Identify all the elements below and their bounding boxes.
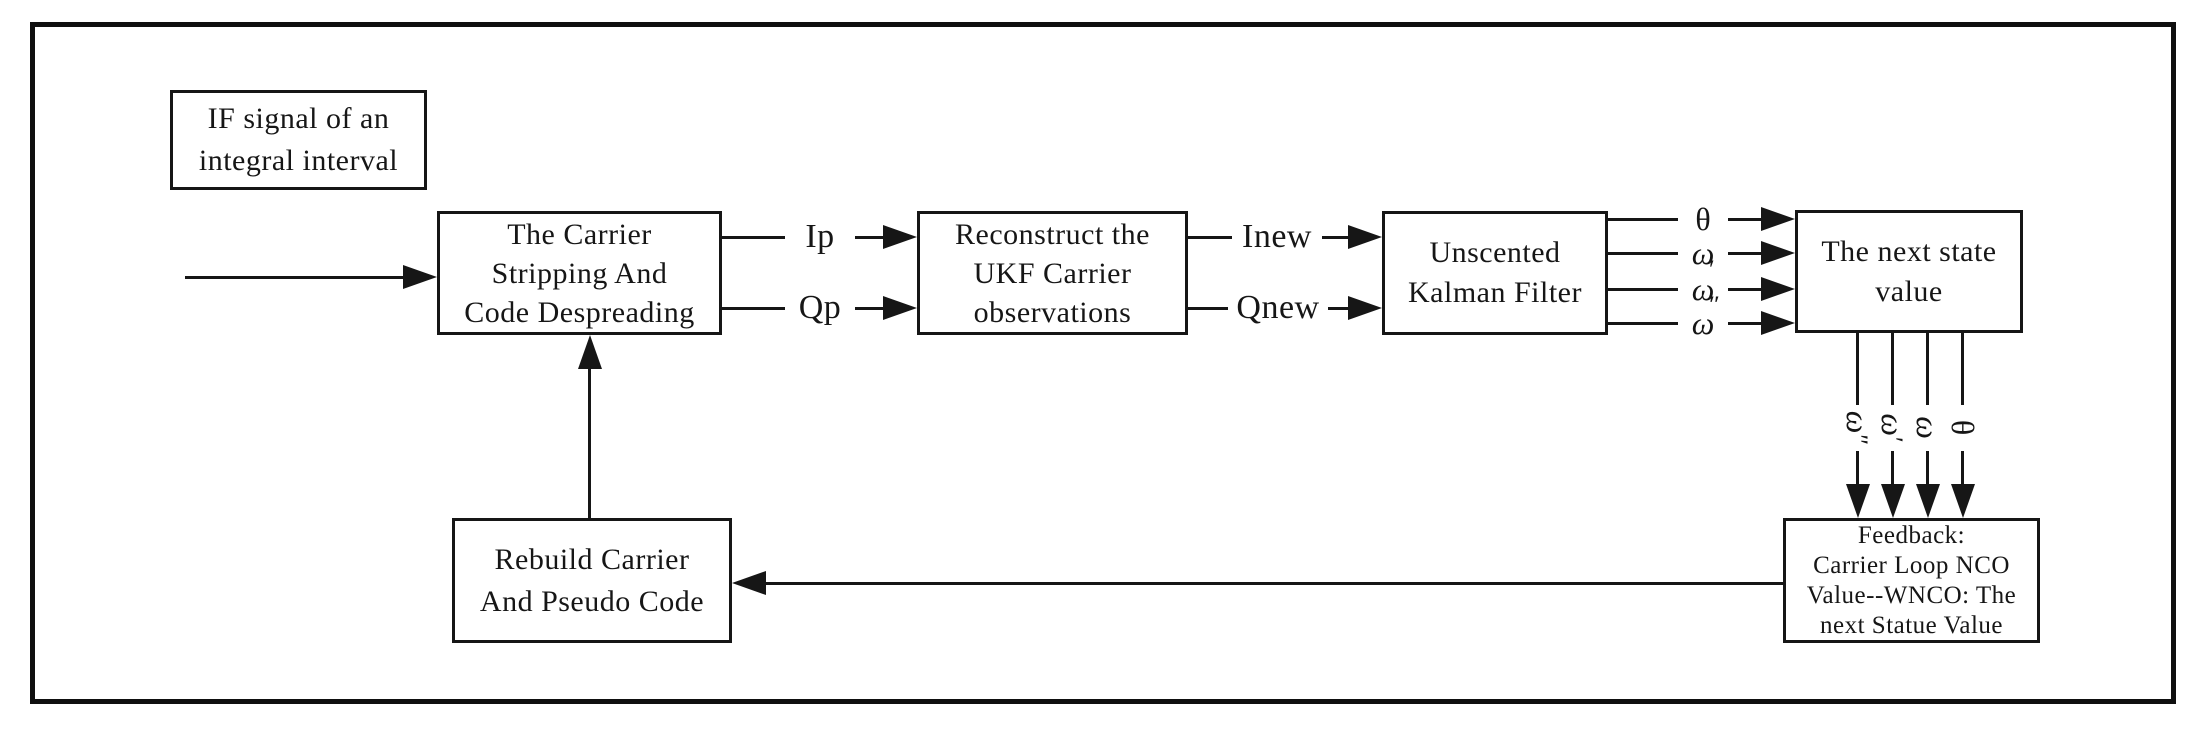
omega-glyph: ω (1691, 271, 1715, 307)
reconstruct-line3: observations (973, 295, 1132, 329)
next-state-line1: The next state (1821, 234, 1997, 268)
rebuild-carrier-box: Rebuild Carrier And Pseudo Code (452, 518, 732, 643)
arrow-right-icon (1348, 296, 1382, 320)
carrier-stripping-box: The Carrier Stripping And Code Despreadi… (437, 211, 722, 335)
carrier-stripping-line2: Stripping And (491, 256, 668, 290)
if-signal-box: IF signal of an integral interval (170, 90, 427, 190)
arrow-right-icon (883, 225, 917, 249)
arrow-up-icon (578, 335, 602, 369)
if-signal-line2: integral interval (198, 144, 399, 177)
theta-glyph: θ (1945, 419, 1982, 436)
ukf-output-omega-label: ω (1678, 302, 1728, 344)
feedback-theta-label: θ (1940, 405, 1986, 451)
carrier-stripping-line1: The Carrier (507, 217, 652, 251)
feedback-line1: Feedback: (1857, 521, 1966, 549)
feedback-line3: Value--WNCO: The (1806, 581, 2017, 609)
carrier-stripping-line3: Code Despreading (464, 295, 695, 329)
qp-signal-label: Qp (785, 286, 855, 330)
rebuild-line1: Rebuild Carrier (494, 542, 690, 576)
reconstruct-observations-box: Reconstruct the UKF Carrier observations (917, 211, 1188, 335)
reconstruct-line2: UKF Carrier (973, 256, 1132, 290)
double-prime-mark: ″ (1844, 434, 1873, 446)
arrow-right-icon (1761, 241, 1795, 265)
arrow-down-icon (1916, 484, 1940, 518)
arrow-right-icon (1761, 311, 1795, 335)
reconstruct-line1: Reconstruct the (955, 217, 1150, 251)
ukf-line1: Unscented (1429, 236, 1561, 269)
arrow-right-icon (403, 265, 437, 289)
ukf-line2: Kalman Filter (1408, 276, 1582, 309)
arrow-down-icon (1881, 484, 1905, 518)
figure-border (30, 22, 2176, 704)
if-signal-line1: IF signal of an (207, 102, 390, 135)
arrow-right-icon (1761, 207, 1795, 231)
qnew-signal-label: Qnew (1228, 286, 1328, 330)
inew-signal-label: Inew (1232, 215, 1322, 259)
feedback-nco-box: Feedback: Carrier Loop NCO Value--WNCO: … (1783, 518, 2040, 643)
ip-signal-label: Ip (785, 215, 855, 259)
input-connector-line (185, 276, 403, 279)
rebuild-line2: And Pseudo Code (479, 584, 705, 618)
omega-glyph: ω (1691, 235, 1715, 271)
feedback-line2: Carrier Loop NCO (1813, 551, 2010, 579)
arrow-right-icon (883, 296, 917, 320)
arrow-right-icon (1761, 277, 1795, 301)
omega-glyph: ω (1691, 305, 1715, 341)
unscented-kalman-filter-box: Unscented Kalman Filter (1382, 211, 1608, 335)
feedback-return-line (749, 582, 1783, 585)
arrow-down-icon (1951, 484, 1975, 518)
next-state-line2: value (1875, 274, 1943, 308)
arrow-right-icon (1348, 225, 1382, 249)
rebuild-up-line (588, 369, 591, 518)
next-state-value-box: The next state value (1795, 210, 2023, 333)
feedback-line4: next Statue Value (1820, 611, 2003, 639)
arrow-down-icon (1846, 484, 1870, 518)
arrow-left-icon (732, 571, 766, 595)
prime-mark: ′ (1879, 436, 1908, 443)
theta-glyph: θ (1695, 201, 1711, 237)
